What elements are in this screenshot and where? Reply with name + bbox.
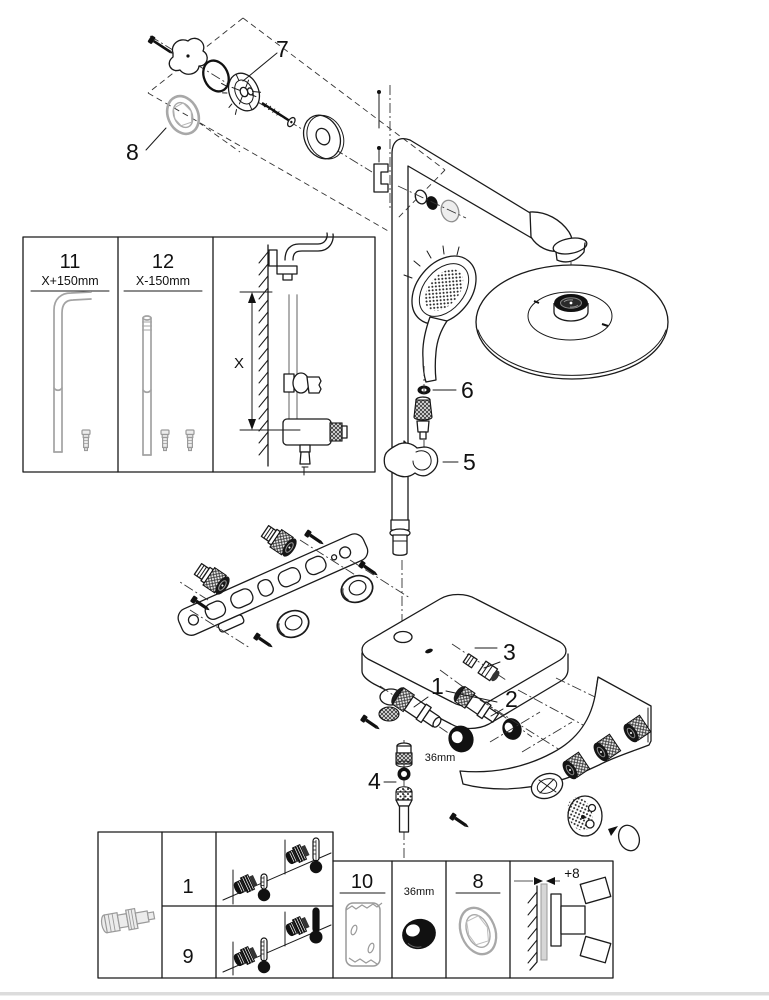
o-ring <box>202 59 230 93</box>
hand-shower-handle <box>422 316 448 383</box>
trim-ring-icon <box>272 605 314 643</box>
cartridge-exploded-group: 36mm 1 2 3 <box>379 639 533 764</box>
table-seal-label: 8 <box>472 871 483 893</box>
diverter-cartridge-2 <box>453 685 500 723</box>
orientation-diagram-row-1 <box>222 837 332 905</box>
callout-1-label: 1 <box>431 673 444 699</box>
wall-flange <box>221 72 262 115</box>
wall-offset-diagram: +8 <box>514 866 612 971</box>
seal-ring-8 <box>165 94 201 136</box>
table-ring-size-label: 36mm <box>404 886 435 898</box>
mounting-bracket-exploded <box>177 521 411 651</box>
table-36mm-ring <box>402 918 436 950</box>
callout-2-label: 2 <box>505 686 518 712</box>
eccentric-union-icon <box>258 521 301 560</box>
straight-supply-pipe <box>142 315 152 456</box>
callout-8-label: 8 <box>126 139 139 165</box>
callout-7-label: 7 <box>276 36 289 62</box>
cartridge-photo-cell <box>100 907 156 934</box>
ring-36mm <box>448 725 474 753</box>
head-shower <box>475 264 669 380</box>
inset-thermostat <box>282 418 348 476</box>
page-footer-rule <box>0 992 769 996</box>
aerator-exploded-group: 4 <box>368 740 471 858</box>
head-shower-hub <box>553 294 589 322</box>
screw-icon <box>359 714 382 733</box>
wall-anchor-marks <box>377 85 391 208</box>
wall-mount-exploded-view: 7 8 <box>126 35 345 165</box>
riser-wall-union <box>373 163 467 223</box>
orientation-diagram-row-9 <box>222 907 332 976</box>
riser-bottom-connector <box>389 519 411 556</box>
callout-6-label: 6 <box>461 377 474 403</box>
inset-glide-element <box>283 372 322 394</box>
table-row-9-label: 9 <box>182 946 193 968</box>
leader-7 <box>242 52 278 82</box>
trim-ring-icon <box>336 570 378 608</box>
check-valve-3 <box>462 653 500 682</box>
shower-riser-and-arm <box>373 138 588 630</box>
connector-nut <box>395 742 413 768</box>
bent-supply-pipe <box>53 291 92 453</box>
installation-inset-box: 11 X+150mm 12 X-150mm <box>22 232 376 476</box>
knob-cap <box>617 824 641 852</box>
parts-table: 1 9 10 36mm <box>97 831 614 979</box>
hose-cone-nut <box>413 396 433 440</box>
table-seal-ring <box>458 906 498 956</box>
select-knob <box>567 795 603 837</box>
inset-item-12-length: X-150mm <box>136 274 190 288</box>
leader-3 <box>474 647 501 669</box>
escutcheon-ring <box>302 114 345 160</box>
inset-item-11-number: 11 <box>60 251 81 273</box>
leader-8 <box>145 127 167 151</box>
leader-1 <box>413 690 498 708</box>
trim-housing-exploded <box>459 676 652 852</box>
screw-icon <box>252 632 275 651</box>
inset-shower-arm <box>268 232 334 281</box>
screw-icon <box>147 35 173 54</box>
wall-offset-label: +8 <box>564 866 579 881</box>
assembly-arrow-icon <box>608 826 618 836</box>
inset-item-12-number: 12 <box>152 251 174 273</box>
shower-holder: 5 <box>383 440 476 478</box>
screw-icon <box>448 812 471 831</box>
ring-size-label: 36mm <box>425 752 456 764</box>
callout-3-label: 3 <box>503 639 516 665</box>
long-screw-icon <box>261 101 296 128</box>
leader-2 <box>490 708 504 717</box>
callout-4-label: 4 <box>368 768 381 794</box>
mousseur <box>395 786 413 833</box>
hand-shower: 6 <box>403 245 477 468</box>
height-dimension: X <box>234 291 301 431</box>
callout-5-label: 5 <box>463 449 476 475</box>
thermostat-body <box>359 593 569 733</box>
table-sleeve-label: 10 <box>351 871 373 893</box>
wall-section <box>258 244 269 467</box>
faceplate-screws <box>533 300 609 327</box>
height-dimension-label: X <box>234 355 244 372</box>
table-row-1-label: 1 <box>182 876 193 898</box>
inset-item-11-length: X+150mm <box>41 274 98 288</box>
extension-sleeve <box>345 902 383 967</box>
